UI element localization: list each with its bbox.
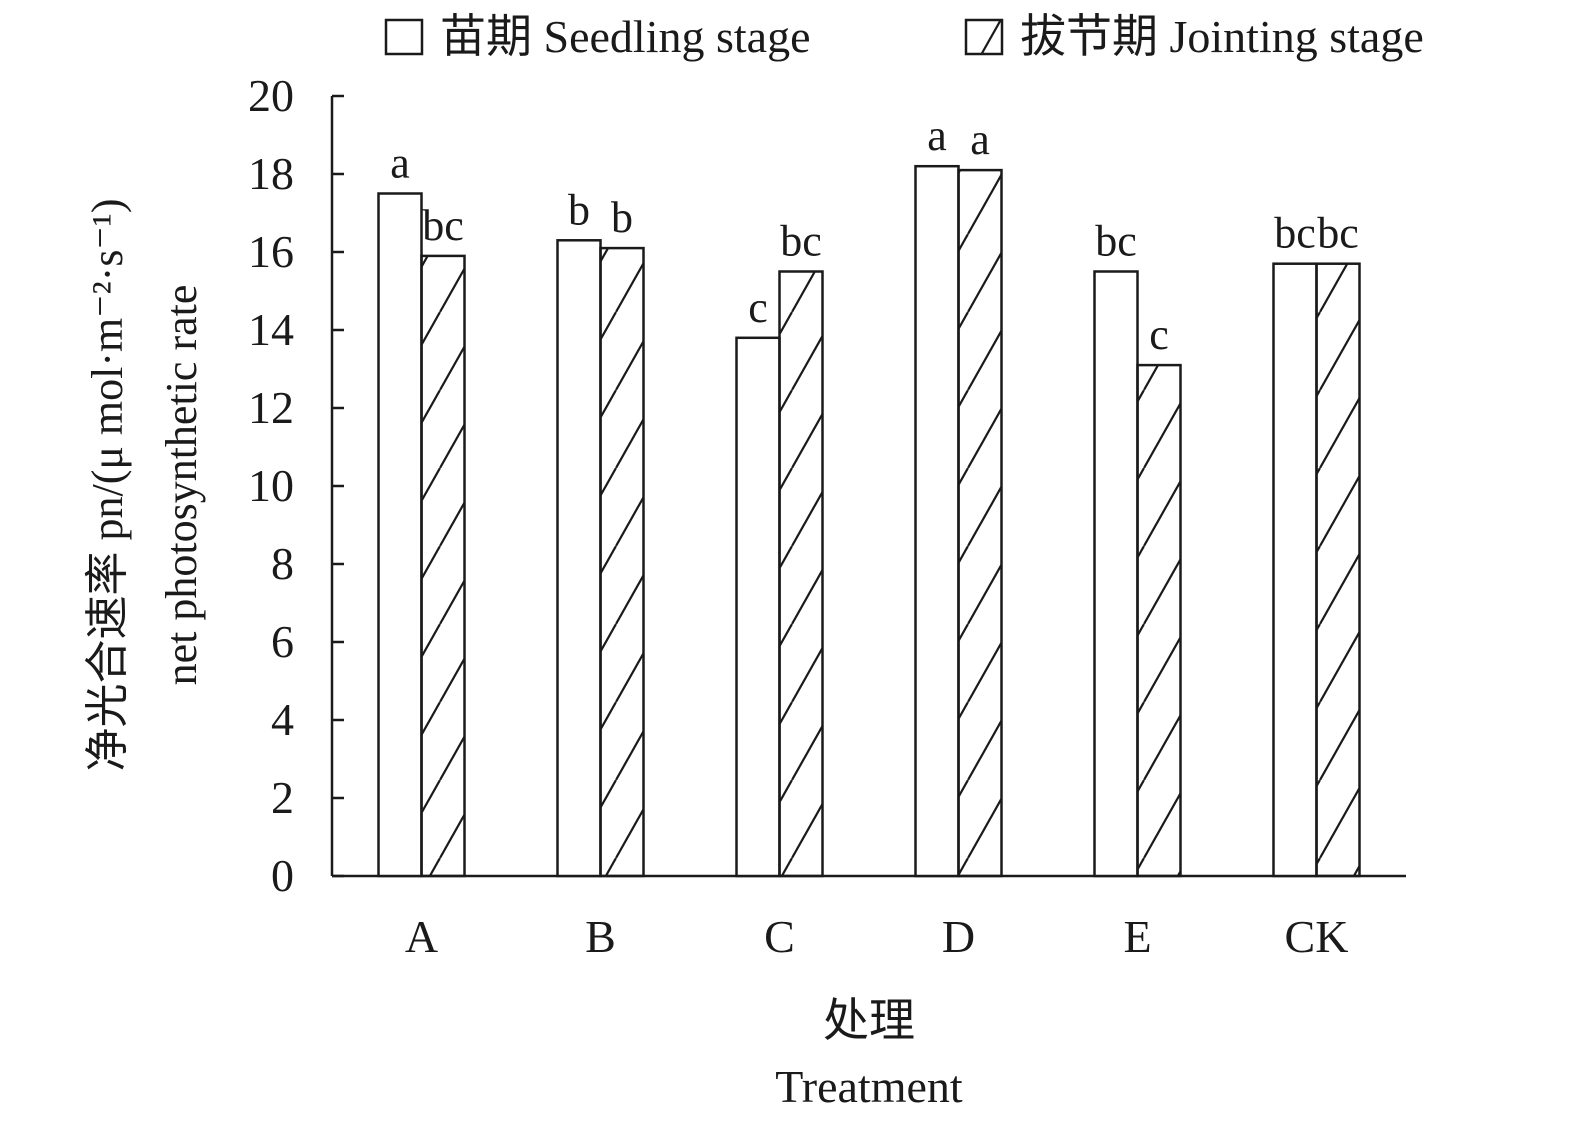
bar-jointing-b — [599, 246, 645, 878]
significance-label: a — [970, 115, 990, 164]
y-tick-label: 4 — [271, 694, 294, 745]
bar-jointing-ck — [1315, 262, 1361, 878]
significance-label: a — [927, 111, 947, 160]
bar-seedling-ck — [1272, 262, 1318, 878]
bar-seedling-a — [377, 192, 423, 878]
y-tick-label: 10 — [248, 460, 294, 511]
significance-label: bc — [1317, 209, 1359, 258]
y-tick-label: 16 — [248, 226, 294, 277]
y-axis-title-line-2: net photosynthetic rate — [157, 285, 206, 686]
legend-swatch-seedling — [384, 18, 424, 56]
x-axis-title: 处理 Treatment — [775, 995, 963, 1112]
legend-label-seedling: 苗期 Seedling stage — [440, 11, 811, 62]
significance-label: c — [748, 283, 768, 332]
y-tick-label: 12 — [248, 382, 294, 433]
bar-jointing-c — [778, 270, 824, 878]
x-tick-label: B — [585, 911, 616, 962]
bar-seedling-d — [914, 164, 960, 878]
y-tick-label: 20 — [248, 70, 294, 121]
bars — [377, 164, 1361, 878]
significance-label: bc — [1095, 217, 1137, 266]
significance-label: b — [568, 185, 590, 234]
y-tick-label: 6 — [271, 616, 294, 667]
x-axis-title-line-2: Treatment — [775, 1061, 963, 1112]
bar-jointing-e — [1136, 363, 1182, 878]
significance-label: b — [611, 193, 633, 242]
x-tick-labels: A B C D E CK — [405, 911, 1349, 962]
significance-label: bc — [780, 217, 822, 266]
bar-jointing-a — [420, 254, 466, 878]
y-tick-label: 14 — [248, 304, 294, 355]
x-tick-label: A — [405, 911, 438, 962]
legend-label-jointing: 拔节期 Jointing stage — [1020, 11, 1424, 62]
bar-seedling-b — [556, 239, 602, 878]
legend-swatch-jointing — [964, 18, 1004, 56]
significance-label: c — [1149, 310, 1169, 359]
axes — [330, 96, 1406, 878]
y-axis-title-line-1: 净光合速率 pn/(μ mol·m⁻²·s⁻¹) — [83, 198, 132, 771]
x-axis-title-line-1: 处理 — [823, 995, 915, 1046]
y-ticks: 0 2 4 6 8 10 12 14 16 18 20 — [248, 70, 344, 901]
x-tick-label: CK — [1285, 911, 1349, 962]
significance-label: bc — [422, 201, 464, 250]
significance-label: bc — [1274, 209, 1316, 258]
x-tick-label: E — [1123, 911, 1151, 962]
significance-label: a — [390, 139, 410, 188]
x-tick-label: D — [942, 911, 975, 962]
bar-seedling-e — [1093, 270, 1139, 878]
y-axis-title: 净光合速率 pn/(μ mol·m⁻²·s⁻¹) net photosynthe… — [83, 198, 206, 771]
bar-jointing-d — [957, 168, 1003, 878]
y-tick-label: 8 — [271, 538, 294, 589]
x-tick-label: C — [764, 911, 795, 962]
y-tick-label: 18 — [248, 148, 294, 199]
y-tick-label: 0 — [271, 850, 294, 901]
bar-seedling-c — [735, 336, 781, 878]
y-tick-label: 2 — [271, 772, 294, 823]
legend: 苗期 Seedling stage 拔节期 Jointing stage — [384, 11, 1424, 62]
